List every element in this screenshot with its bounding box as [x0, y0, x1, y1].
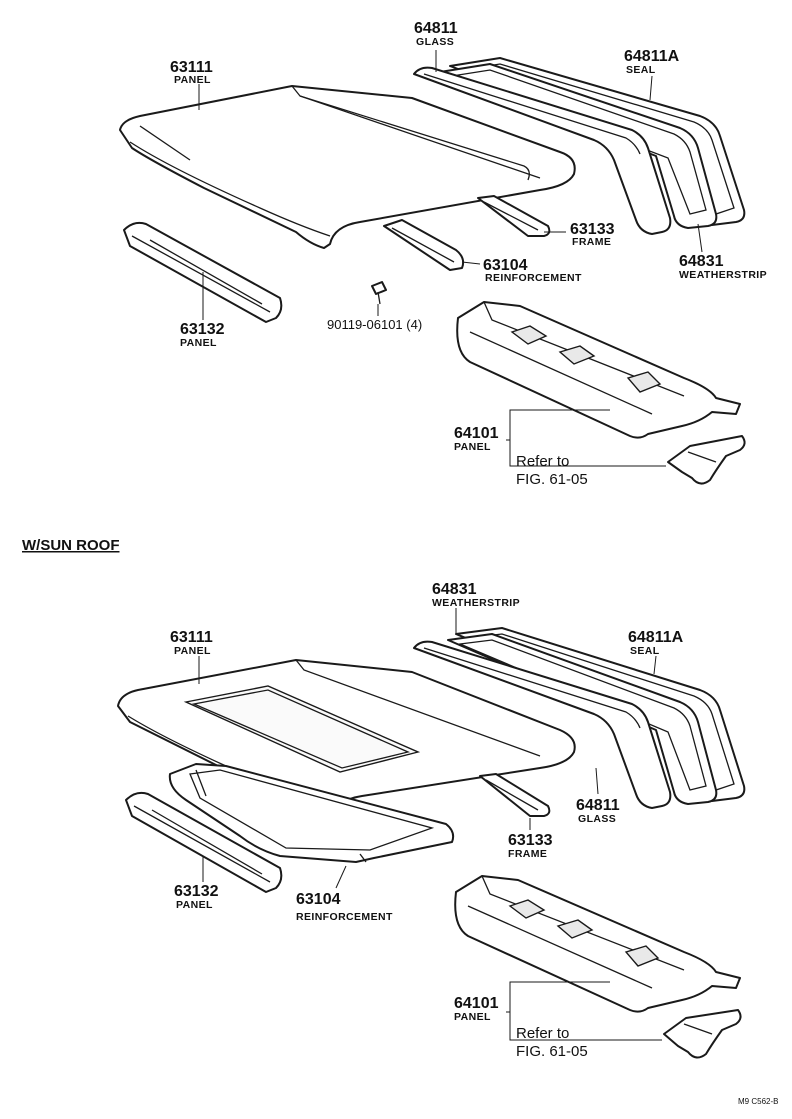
b-label-63133-name: FRAME [508, 848, 547, 860]
bracket-part [667, 435, 746, 485]
glass-part-bottom [413, 640, 672, 809]
top-diagram: 63111 PANEL 64811 GLASS 64811A SEAL 6313… [119, 20, 767, 488]
b-label-64811a-name: SEAL [630, 645, 660, 657]
frame-part-bottom [479, 773, 551, 817]
label-64831-number: 64831 [679, 253, 724, 270]
label-63132-name: PANEL [180, 337, 217, 349]
label-63104-number: 63104 [483, 257, 528, 274]
bottom-diagram: 64831 WEATHERSTRIP 63111 PANEL 64811A SE… [117, 581, 746, 1060]
bracket-part-bottom [663, 1009, 742, 1059]
label-64101-number: 64101 [454, 425, 499, 442]
b-label-64811-name: GLASS [578, 813, 616, 825]
label-64811a-name: SEAL [626, 64, 656, 76]
label-64831-name: WEATHERSTRIP [679, 269, 767, 281]
top-leaders [198, 50, 703, 467]
label-63111-number: 63111 [170, 59, 213, 76]
b-label-63104-number: 63104 [296, 891, 341, 908]
back-panel-part [456, 301, 741, 439]
front-header-panel-part-bottom [125, 791, 283, 893]
b-refer-line-2: FIG. 61-05 [516, 1043, 588, 1060]
b-label-64811a-number: 64811A [628, 629, 684, 646]
sunroof-reinforcement-part [168, 763, 455, 863]
b-label-63132-number: 63132 [174, 883, 219, 900]
label-63133-name: FRAME [572, 236, 611, 248]
frame-part [477, 195, 551, 237]
bolt-part [371, 281, 387, 305]
label-63104-name: REINFORCEMENT [485, 272, 582, 284]
top-labels: 63111 PANEL 64811 GLASS 64811A SEAL 6313… [170, 20, 767, 488]
section-title: W/SUN ROOF [22, 537, 120, 554]
refer-line-2: FIG. 61-05 [516, 471, 588, 488]
label-bolt: 90119-06101 (4) [327, 317, 422, 332]
b-label-64101-name: PANEL [454, 1011, 491, 1023]
label-63133-number: 63133 [570, 221, 615, 238]
label-64811-name: GLASS [416, 36, 454, 48]
refer-line-1: Refer to [516, 453, 569, 470]
roof-panel-part [119, 85, 576, 249]
b-label-63133-number: 63133 [508, 832, 553, 849]
label-64811a-number: 64811A [624, 48, 680, 65]
glass-part [413, 66, 672, 235]
back-panel-part-bottom [454, 875, 741, 1013]
label-64811-number: 64811 [414, 20, 458, 37]
reinforcement-part [383, 219, 465, 271]
footer-code: M9 C562-B [738, 1097, 778, 1106]
label-63111-name: PANEL [174, 74, 211, 86]
label-64101-name: PANEL [454, 441, 491, 453]
bottom-leaders [198, 608, 662, 1041]
b-label-63111-number: 63111 [170, 629, 213, 646]
b-label-64831-name: WEATHERSTRIP [432, 597, 520, 609]
bottom-labels: 64831 WEATHERSTRIP 63111 PANEL 64811A SE… [170, 581, 684, 1060]
b-label-64811-number: 64811 [576, 797, 620, 814]
b-label-64101-number: 64101 [454, 995, 499, 1012]
label-63132-number: 63132 [180, 321, 225, 338]
b-label-63111-name: PANEL [174, 645, 211, 657]
weatherstrip-part-bottom [447, 633, 718, 805]
b-label-64831-number: 64831 [432, 581, 477, 598]
b-label-63104-name: REINFORCEMENT [296, 911, 393, 923]
b-label-63132-name: PANEL [176, 899, 213, 911]
b-refer-line-1: Refer to [516, 1025, 569, 1042]
